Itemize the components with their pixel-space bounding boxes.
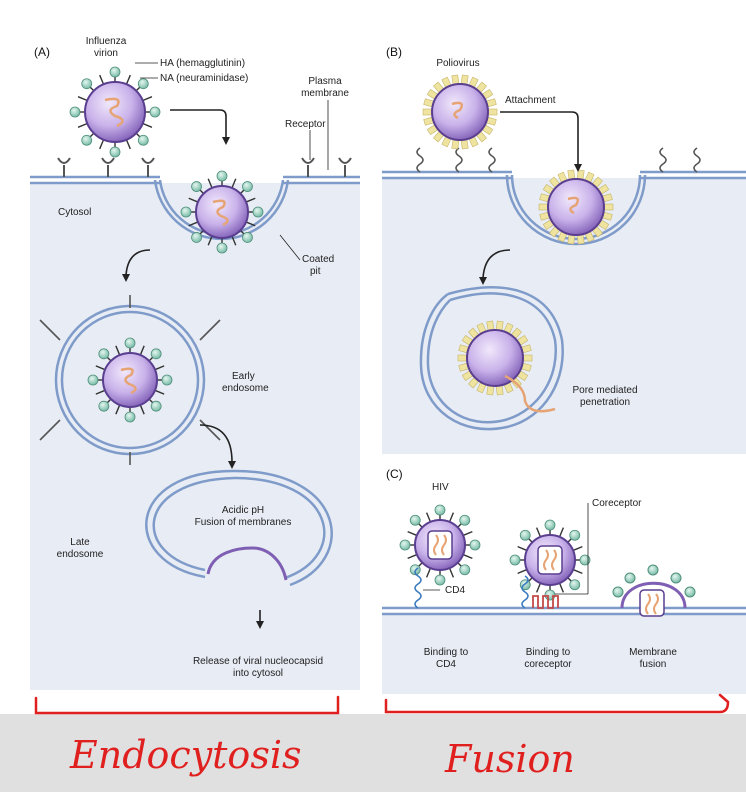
poliovirus [422, 74, 498, 150]
cd4-bound-icon [521, 575, 529, 609]
hiv-virion [399, 504, 481, 586]
ha-label: HA (hemagglutinin) [160, 58, 245, 69]
influenza-virion-endosome [87, 337, 173, 423]
fusing-envelope [206, 546, 288, 581]
pore-label-1: Pore mediated [572, 385, 637, 396]
leader-lines [135, 62, 589, 595]
coated-pit-label-2: pit [310, 266, 321, 277]
panel-a-letter: (A) [34, 45, 50, 59]
hiv-virion-coreceptor [509, 519, 591, 601]
release-label-1: Release of viral nucleocapsid [193, 656, 323, 667]
coreceptor-icon [532, 595, 559, 609]
rna-icon [104, 97, 124, 128]
endosome-receptors [39, 295, 221, 465]
hiv-fusing [612, 564, 696, 617]
endocytosis-annotation: Endocytosis [69, 733, 301, 777]
receptor-icon [57, 157, 352, 177]
step3-label-1: Membrane [629, 647, 677, 658]
cytosol-label: Cytosol [58, 207, 91, 218]
bottom-band [0, 714, 746, 792]
poliovirus-pit [538, 169, 614, 245]
cd4-label: CD4 [445, 585, 465, 596]
acidic-label-2: Fusion of membranes [195, 517, 292, 528]
panel-c-letter: (C) [386, 467, 403, 481]
polio-receptor-icon [416, 147, 701, 173]
fusion-annotation: Fusion [444, 737, 575, 781]
early-endosome-label-2: endosome [222, 383, 269, 394]
poliovirus-pore [457, 320, 556, 413]
coated-pit-label-1: Coated [302, 254, 334, 265]
late-endosome-label-1: Late [70, 537, 90, 548]
red-brackets [34, 693, 730, 715]
influenza-virion [69, 66, 161, 158]
step1-label-2: CD4 [436, 659, 456, 670]
panel-a-cytosol [30, 183, 360, 690]
coreceptor-label: Coreceptor [592, 498, 642, 509]
step2-label-1: Binding to [526, 647, 571, 658]
attachment-label: Attachment [505, 95, 556, 106]
rna-icon [120, 367, 137, 395]
cd4-icon [414, 567, 422, 609]
hiv-label: HIV [432, 482, 449, 493]
step3-label-2: fusion [640, 659, 667, 670]
pore-label-2: penetration [580, 397, 630, 408]
rna-icon [567, 196, 579, 215]
plasma-membrane-label-2: membrane [301, 88, 349, 99]
arrows [125, 109, 579, 622]
step1-label-1: Binding to [424, 647, 469, 658]
step2-label-2: coreceptor [524, 659, 572, 670]
acidic-label-1: Acidic pH [222, 505, 264, 516]
panel-b-letter: (B) [386, 45, 402, 59]
influenza-label-1: Influenza [86, 36, 127, 47]
influenza-label-2: virion [94, 48, 118, 59]
release-label-2: into cytosol [233, 668, 283, 679]
poliovirus-label: Poliovirus [436, 58, 479, 69]
arrowheads [122, 137, 582, 629]
influenza-virion-pit [180, 170, 264, 254]
plasma-membrane-a [30, 175, 360, 185]
rna-icon [212, 199, 229, 227]
plasma-membrane-label-1: Plasma [308, 76, 342, 87]
late-endosome-label-2: endosome [57, 549, 104, 560]
rna-icon [451, 101, 463, 120]
rna-icon [543, 549, 557, 571]
pore-endosome [419, 286, 564, 431]
rna-icon [433, 534, 447, 556]
plasma-membrane-b [382, 170, 746, 180]
na-label: NA (neuraminidase) [160, 73, 248, 84]
rna-icon [504, 374, 556, 413]
panel-c-cytosol [382, 614, 746, 694]
attachment-pit [505, 174, 647, 246]
plasma-membrane-c [382, 606, 746, 616]
late-endosome [145, 469, 333, 587]
early-endosome-label-1: Early [232, 371, 255, 382]
receptor-label: Receptor [285, 119, 326, 130]
